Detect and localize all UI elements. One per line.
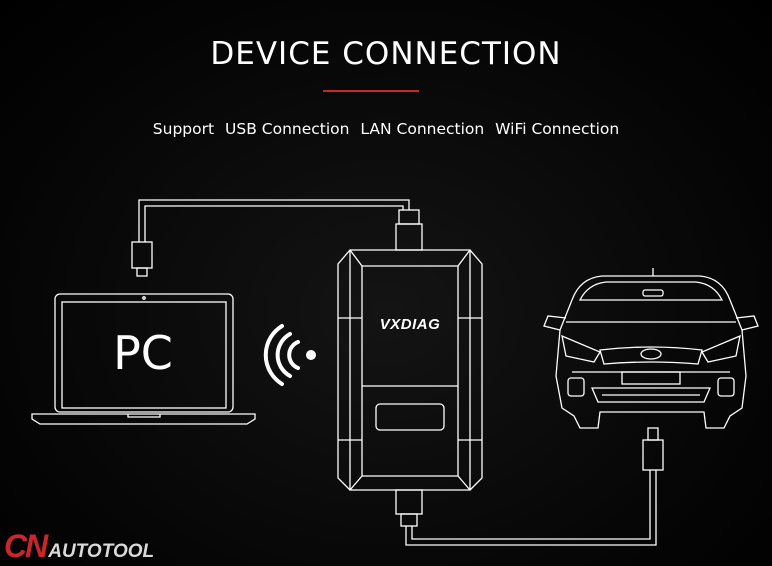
pc-label: PC [113,326,173,380]
usb-cable [131,199,423,277]
wifi-icon [263,324,300,386]
device-logo: VXDIAG [379,316,441,333]
vxdiag-device [337,249,483,491]
support-label: Support [152,120,215,138]
brand-watermark: CN AUTOTOOL [4,528,154,565]
support-option-lan: LAN Connection [360,120,485,138]
obd-cable [395,427,664,546]
watermark-brand-small: AUTOTOOL [48,541,155,562]
title-underline [323,90,419,92]
laptop [31,293,256,425]
car [543,268,759,429]
support-option-usb: USB Connection [225,120,350,138]
support-option-wifi: WiFi Connection [495,120,620,138]
watermark-brand-big: CN [4,528,48,564]
wifi-dot [306,350,316,360]
support-line: Support USB Connection LAN Connection Wi… [0,120,772,138]
page-title: DEVICE CONNECTION [210,36,562,72]
